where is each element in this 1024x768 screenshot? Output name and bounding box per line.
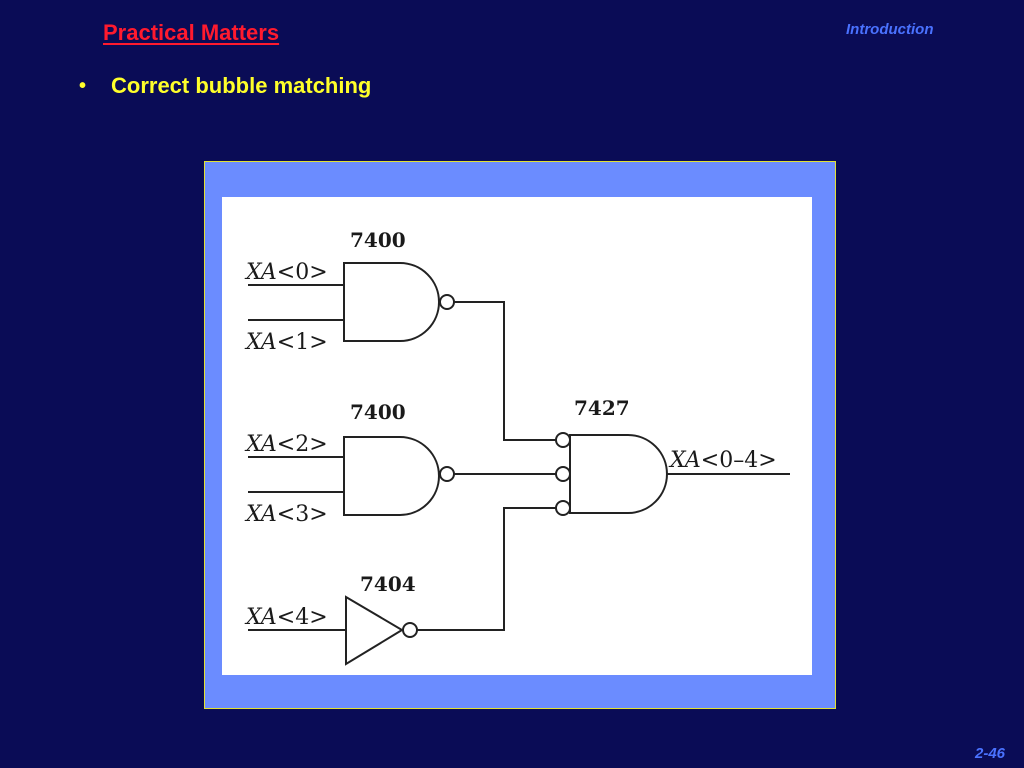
nor3-input-bubble-1 [555, 432, 571, 448]
bullet-marker: • [79, 74, 87, 97]
bullet-text: Correct bubble matching [111, 73, 372, 98]
nor3-gate [569, 434, 668, 514]
slide-title: Practical Matters [103, 20, 280, 45]
part-label-inverter: 7404 [360, 572, 416, 596]
input-label-xa0: XA<0> [244, 260, 328, 285]
figure-frame: 7400 XA<0> XA<1> 7400 XA<2> XA<3> [204, 161, 836, 709]
input-label-xa3: XA<3> [244, 502, 328, 527]
nand-bottom-output-bubble [439, 466, 455, 482]
logic-diagram-svg: 7400 XA<0> XA<1> 7400 XA<2> XA<3> [244, 228, 790, 666]
logic-diagram: 7400 XA<0> XA<1> 7400 XA<2> XA<3> [222, 197, 812, 675]
inverter-gate [345, 595, 404, 666]
nand-gate-bottom [343, 436, 440, 516]
bullet-item: • Correct bubble matching [79, 73, 371, 99]
nor3-input-bubble-2 [555, 466, 571, 482]
section-label: Introduction [846, 21, 934, 38]
nand-top-output-bubble [439, 294, 455, 310]
nand-gate-top [343, 262, 440, 342]
part-label-nor3: 7427 [574, 396, 630, 420]
part-label-nand-bottom: 7400 [350, 400, 406, 424]
wire-inverter-to-nor [417, 507, 556, 631]
wire-nand-top-to-nor [454, 301, 556, 441]
input-label-xa1: XA<1> [244, 330, 328, 355]
part-label-nand-top: 7400 [350, 228, 406, 252]
nor3-input-bubble-3 [555, 500, 571, 516]
inverter-output-bubble [402, 622, 418, 638]
page-number: 2-46 [975, 745, 1006, 762]
input-label-xa2: XA<2> [244, 432, 328, 457]
output-label: XA<0–4> [668, 448, 777, 473]
input-label-xa4: XA<4> [244, 605, 328, 630]
